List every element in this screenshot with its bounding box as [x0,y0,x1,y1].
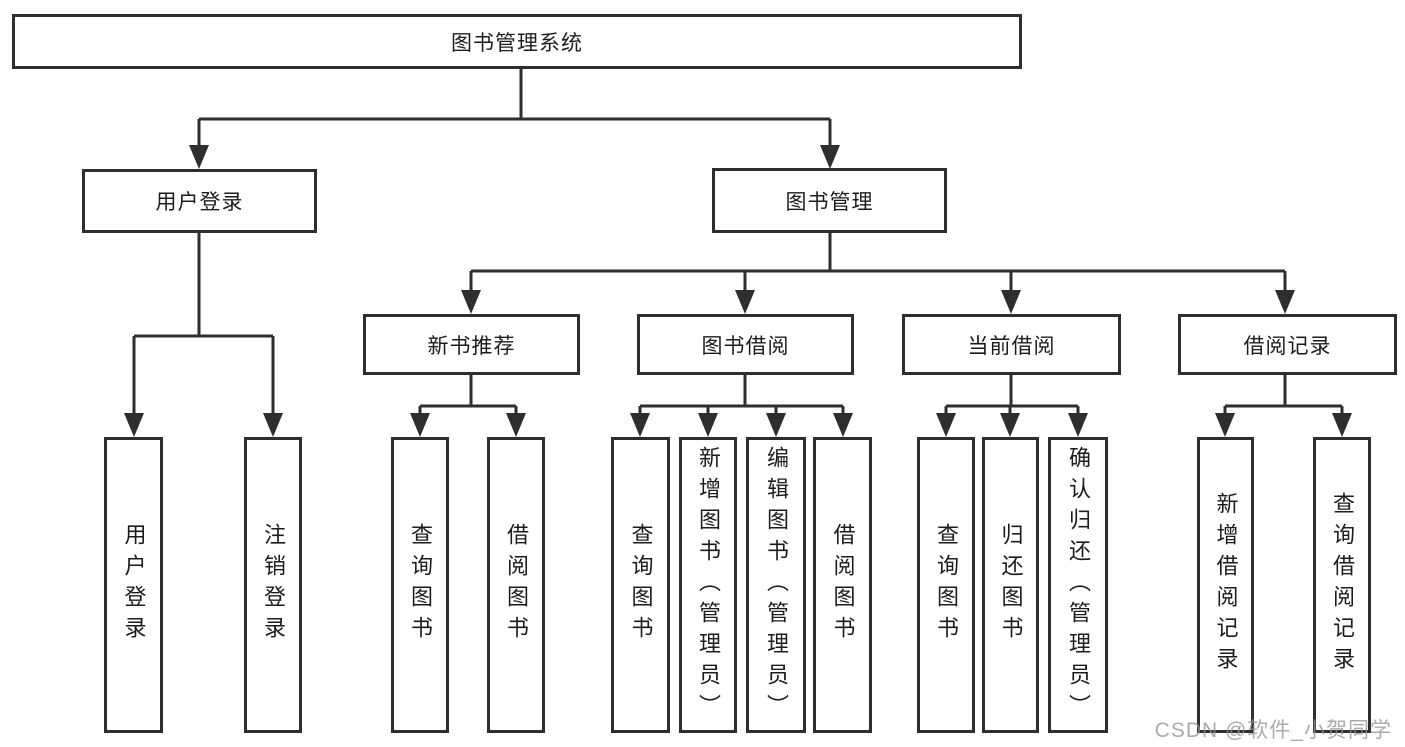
node-leaf-user-login: 用户登录 [104,437,163,733]
node-leaf-add-borrow-record: 新增借阅记录 [1197,437,1254,733]
node-leaf-return-books: 归还图书 [982,437,1039,733]
node-leaf-confirm-return-admin: 确认归还（管理员） [1048,437,1108,733]
node-label: 查询图书 [934,523,959,647]
node-label: 确认归还（管理员） [1066,445,1091,725]
node-label: 当前借阅 [967,334,1056,358]
node-leaf-add-books-admin: 新增图书（管理员） [679,437,737,733]
node-label: 查询图书 [628,523,654,647]
node-label: 查询借阅记录 [1330,492,1355,678]
node-current-borrowing: 当前借阅 [902,314,1121,375]
node-label: 图书管理 [785,190,874,214]
node-leaf-query-borrow-record: 查询借阅记录 [1313,437,1371,733]
node-label: 归还图书 [998,523,1024,647]
node-leaf-logout: 注销登录 [244,437,302,733]
node-leaf-borrow-books-recommend: 借阅图书 [487,437,545,733]
node-leaf-query-books-borrowing: 查询图书 [611,437,670,733]
node-label: 用户登录 [121,523,147,647]
node-label: 图书管理系统 [451,31,583,55]
node-leaf-borrow-books-borrowing: 借阅图书 [813,437,872,733]
node-book-management: 图书管理 [712,168,947,233]
node-label: 新增图书（管理员） [696,445,721,725]
node-root-library-management-system: 图书管理系统 [12,14,1022,69]
node-label: 注销登录 [261,523,286,647]
node-borrowing-records: 借阅记录 [1178,314,1397,375]
node-new-book-recommendation: 新书推荐 [363,314,580,375]
csdn-watermark: CSDN @软件_小贺同学 [1154,719,1392,742]
node-label: 查询图书 [408,523,433,647]
node-leaf-query-books-recommend: 查询图书 [391,437,449,733]
node-label: 图书借阅 [701,334,790,358]
node-label: 借阅记录 [1243,334,1332,358]
node-leaf-edit-books-admin: 编辑图书（管理员） [746,437,806,733]
node-user-login: 用户登录 [82,169,317,233]
node-leaf-query-books-current: 查询图书 [917,437,975,733]
node-label: 编辑图书（管理员） [764,445,789,725]
node-label: 新书推荐 [427,334,516,358]
node-label: 新增借阅记录 [1213,492,1239,678]
node-label: 借阅图书 [830,523,856,647]
node-label: 用户登录 [155,191,244,214]
node-book-borrowing: 图书借阅 [637,314,854,375]
node-label: 借阅图书 [504,523,529,647]
